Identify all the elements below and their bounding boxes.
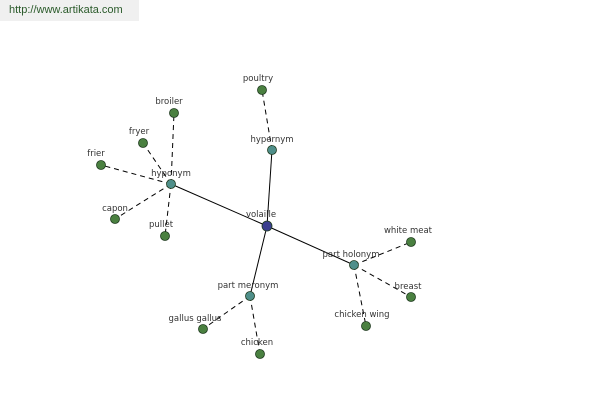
node-label-pullet[interactable]: pullet bbox=[149, 220, 174, 230]
node-label-poultry[interactable]: poultry bbox=[243, 74, 273, 84]
edge-hypernym-to-poultry bbox=[261, 89, 273, 151]
node-dot-fryer[interactable] bbox=[138, 138, 148, 148]
node-chicken-wing[interactable]: chicken wing bbox=[334, 310, 390, 331]
node-label-chicken[interactable]: chicken bbox=[241, 338, 273, 348]
node-dot-part-meronym[interactable] bbox=[245, 291, 255, 301]
node-hypernym[interactable]: hypernym bbox=[250, 135, 294, 155]
node-dot-frier[interactable] bbox=[96, 160, 106, 170]
node-hyponym[interactable]: hyponym bbox=[151, 169, 191, 189]
node-label-volaille[interactable]: volaille bbox=[246, 210, 276, 220]
node-part-holonym[interactable]: part holonym bbox=[323, 250, 380, 270]
node-label-part-meronym[interactable]: part meronym bbox=[218, 281, 279, 291]
edge-hyponym-to-frier bbox=[100, 164, 172, 185]
node-pullet[interactable]: pullet bbox=[149, 220, 174, 241]
edge-part-holonym-to-white-meat bbox=[353, 241, 412, 266]
node-dot-hypernym[interactable] bbox=[267, 145, 277, 155]
edge-part-holonym-to-breast bbox=[353, 264, 412, 298]
node-dot-part-holonym[interactable] bbox=[349, 260, 359, 270]
node-dot-gallus-gallus[interactable] bbox=[198, 324, 208, 334]
edge-part-holonym-to-chicken-wing bbox=[353, 264, 367, 327]
node-gallus-gallus[interactable]: gallus gallus bbox=[169, 314, 223, 334]
node-dot-white-meat[interactable] bbox=[406, 237, 416, 247]
node-label-part-holonym[interactable]: part holonym bbox=[323, 250, 380, 260]
edge-volaille-to-hyponym bbox=[170, 183, 268, 227]
node-label-chicken-wing[interactable]: chicken wing bbox=[334, 310, 389, 320]
node-label-hyponym[interactable]: hyponym bbox=[151, 169, 191, 179]
graph-edges bbox=[100, 89, 412, 355]
node-frier[interactable]: frier bbox=[87, 149, 106, 170]
site-url[interactable]: http://www.artikata.com bbox=[0, 0, 139, 21]
node-label-gallus-gallus[interactable]: gallus gallus bbox=[169, 314, 223, 324]
node-volaille[interactable]: volaille bbox=[246, 210, 276, 232]
graph-nodes: volaille hyponym hypernym part holonym part … bbox=[87, 74, 433, 359]
node-dot-breast[interactable] bbox=[406, 292, 416, 302]
edge-part-meronym-to-chicken bbox=[249, 295, 261, 355]
node-label-broiler[interactable]: broiler bbox=[155, 97, 183, 107]
node-breast[interactable]: breast bbox=[395, 282, 423, 302]
node-dot-capon[interactable] bbox=[110, 214, 120, 224]
node-label-white-meat[interactable]: white meat bbox=[384, 226, 433, 236]
node-label-fryer[interactable]: fryer bbox=[129, 127, 150, 137]
node-poultry[interactable]: poultry bbox=[243, 74, 273, 95]
node-fryer[interactable]: fryer bbox=[129, 127, 150, 148]
node-label-breast[interactable]: breast bbox=[395, 282, 423, 292]
node-capon[interactable]: capon bbox=[102, 204, 128, 224]
edge-volaille-to-part-holonym bbox=[266, 225, 355, 266]
node-dot-volaille[interactable] bbox=[261, 220, 273, 232]
node-label-hypernym[interactable]: hypernym bbox=[250, 135, 293, 145]
node-dot-broiler[interactable] bbox=[169, 108, 179, 118]
edge-part-meronym-to-gallus-gallus bbox=[202, 295, 251, 330]
node-part-meronym[interactable]: part meronym bbox=[218, 281, 279, 301]
node-label-capon[interactable]: capon bbox=[102, 204, 128, 214]
node-label-frier[interactable]: frier bbox=[87, 149, 105, 159]
edge-volaille-to-part-meronym bbox=[249, 225, 268, 297]
node-chicken[interactable]: chicken bbox=[241, 338, 273, 359]
node-white-meat[interactable]: white meat bbox=[384, 226, 433, 247]
node-dot-pullet[interactable] bbox=[160, 231, 170, 241]
node-dot-chicken-wing[interactable] bbox=[361, 321, 371, 331]
edge-hyponym-to-broiler bbox=[170, 112, 175, 185]
node-broiler[interactable]: broiler bbox=[155, 97, 183, 118]
edge-hyponym-to-capon bbox=[114, 183, 172, 220]
node-dot-poultry[interactable] bbox=[257, 85, 267, 95]
edge-volaille-to-hypernym bbox=[266, 149, 273, 227]
node-dot-hyponym[interactable] bbox=[166, 179, 176, 189]
node-dot-chicken[interactable] bbox=[255, 349, 265, 359]
